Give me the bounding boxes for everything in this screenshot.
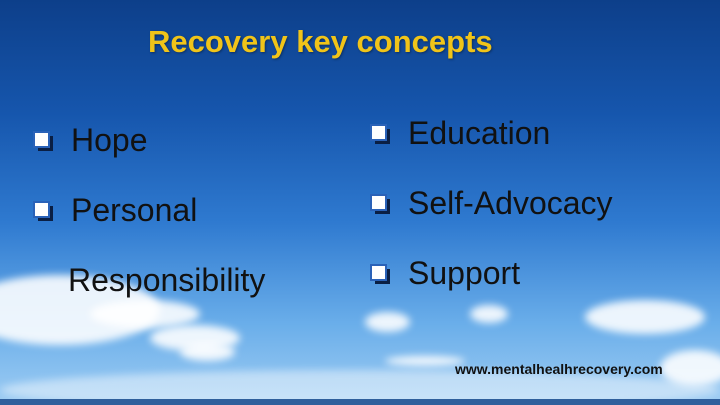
- bullet-self-advocacy: Self-Advocacy: [370, 185, 613, 222]
- cloud-decoration: [90, 300, 200, 328]
- bullet-label: Self-Advocacy: [408, 185, 613, 221]
- cloud-decoration: [585, 300, 705, 334]
- bullet-label: Hope: [71, 122, 148, 158]
- cloud-decoration: [470, 305, 508, 323]
- cloud-decoration: [180, 343, 235, 361]
- bullet-personal: Personal: [33, 192, 197, 229]
- slide-title: Recovery key concepts: [148, 24, 493, 59]
- checkbox-bullet-icon: [33, 130, 53, 151]
- checkbox-bullet-icon: [370, 263, 390, 284]
- bullet-label: Personal: [71, 192, 198, 228]
- bullet-continuation: Responsibility: [68, 262, 266, 298]
- footer-url: www.mentalhealhrecovery.com: [455, 361, 663, 377]
- checkbox-bullet-icon: [33, 200, 53, 221]
- bullet-support: Support: [370, 255, 520, 292]
- bullet-hope: Hope: [33, 122, 148, 159]
- cloud-decoration: [660, 350, 720, 386]
- checkbox-bullet-icon: [370, 193, 390, 214]
- checkbox-bullet-icon: [370, 123, 390, 144]
- bullet-label: Education: [408, 115, 551, 151]
- bullet-label: Support: [408, 255, 521, 291]
- bullet-education: Education: [370, 115, 550, 152]
- bottom-bar: [0, 399, 720, 405]
- cloud-decoration: [385, 356, 465, 366]
- cloud-decoration: [365, 312, 410, 332]
